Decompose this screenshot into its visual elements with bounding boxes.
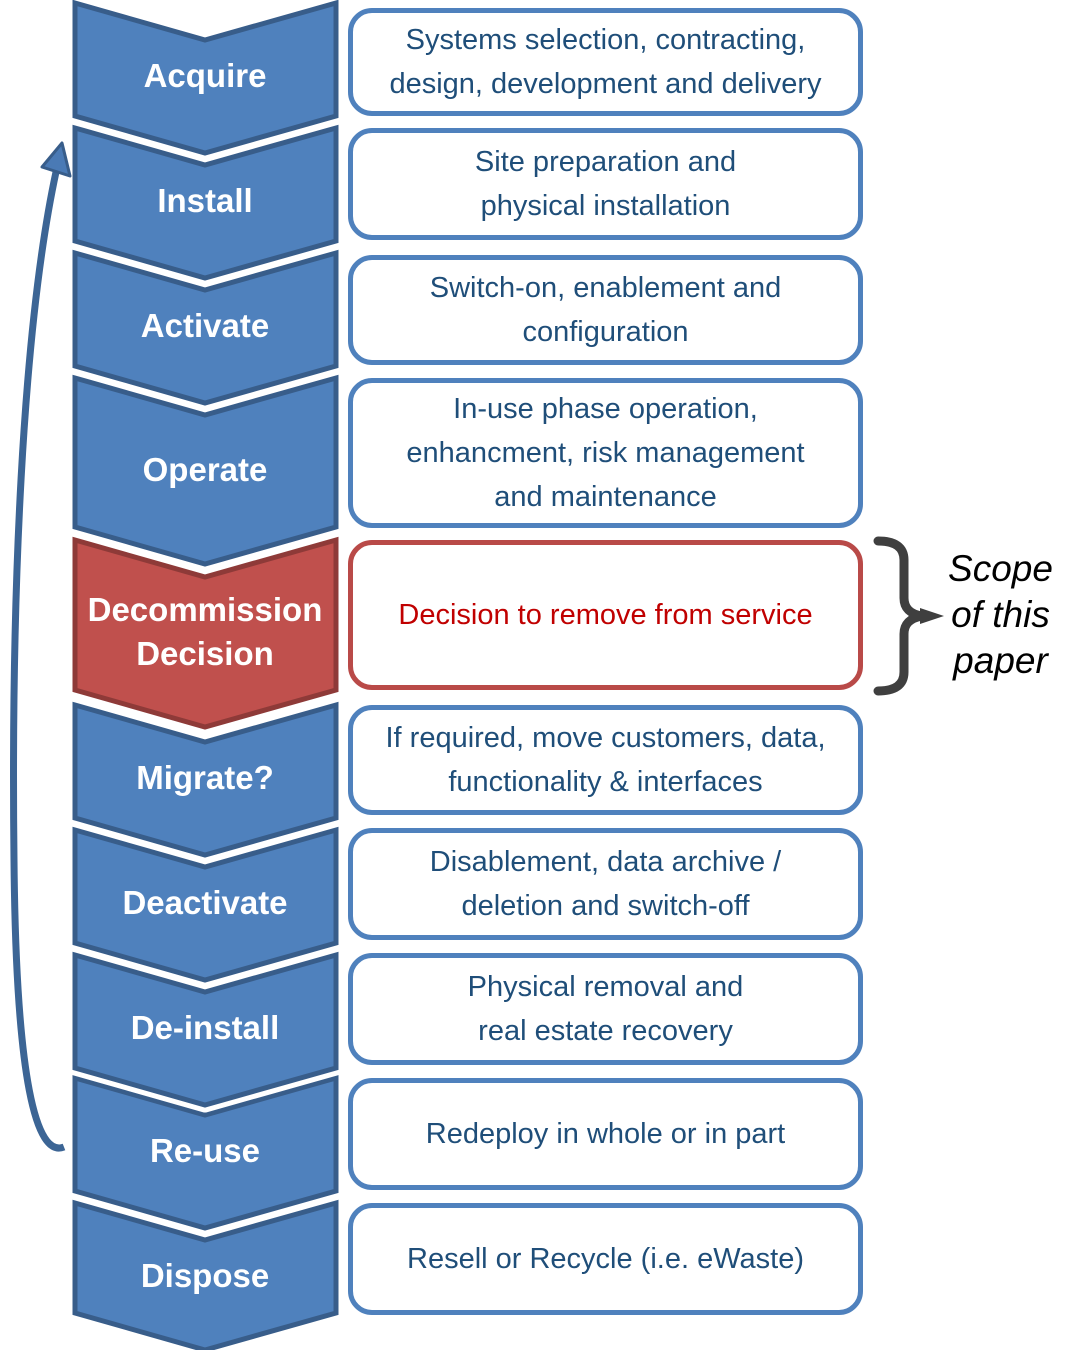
description-line: Resell or Recycle (i.e. eWaste) <box>407 1243 804 1275</box>
scope-annotation-line: of this <box>951 594 1050 635</box>
chevron-decommission-decision <box>72 536 339 730</box>
stage-label-migrate: Migrate? <box>136 759 274 796</box>
description-line: deletion and switch-off <box>461 890 750 922</box>
scope-annotation-line: Scope <box>948 548 1053 589</box>
chevron-activate <box>72 249 339 406</box>
description-line: real estate recovery <box>478 1015 733 1047</box>
description-box-acquire: Systems selection, contracting, design, … <box>348 8 863 116</box>
chevron-operate <box>72 374 339 567</box>
description-box-decommission-decision: Decision to remove from service <box>348 540 863 690</box>
description-box-migrate: If required, move customers, data, funct… <box>348 705 863 815</box>
description-line: functionality & interfaces <box>448 766 763 798</box>
description-box-install: Site preparation and physical installati… <box>348 128 863 240</box>
description-box-re-use: Redeploy in whole or in part <box>348 1078 863 1190</box>
scope-bracket <box>873 536 927 696</box>
description-line: design, development and delivery <box>389 68 822 100</box>
chevron-migrate <box>72 701 339 858</box>
chevron-re-use <box>72 1074 339 1231</box>
description-line: configuration <box>522 316 689 348</box>
scope-annotation-line: paper <box>953 640 1048 681</box>
scope-annotation: Scope of this paper <box>928 546 1071 684</box>
description-line: physical installation <box>480 190 731 222</box>
description-line: and maintenance <box>494 481 717 513</box>
stage-label-dispose: Dispose <box>140 1257 270 1294</box>
description-box-deactivate: Disablement, data archive / deletion and… <box>348 828 863 940</box>
chevron-acquire <box>72 0 339 156</box>
chevron-dispose <box>72 1199 339 1350</box>
stage-label-operate: Operate <box>142 451 268 488</box>
stage-label-install: Install <box>157 182 253 219</box>
loop-back-arrow <box>10 171 66 1152</box>
description-box-dispose: Resell or Recycle (i.e. eWaste) <box>348 1203 863 1315</box>
stage-label-acquire: Acquire <box>143 57 267 94</box>
chevron-de-install <box>72 951 339 1108</box>
description-line: Switch-on, enablement and <box>429 272 782 304</box>
stage-label-deactivate: Deactivate <box>122 884 288 921</box>
description-box-de-install: Physical removal and real estate recover… <box>348 953 863 1065</box>
description-line: enhancment, risk management <box>406 437 805 469</box>
chevron-deactivate <box>72 826 339 983</box>
description-line: Decision to remove from service <box>398 599 813 631</box>
stage-label-de-install: De-install <box>130 1009 280 1046</box>
description-line: Disablement, data archive / <box>429 846 782 878</box>
chevron-install <box>72 124 339 281</box>
description-box-activate: Switch-on, enablement and configuration <box>348 255 863 365</box>
description-line: Redeploy in whole or in part <box>425 1118 786 1150</box>
loop-back-arrow-head-icon <box>40 141 72 178</box>
stage-label-re-use: Re-use <box>149 1132 261 1169</box>
scope-bracket-tip <box>920 608 944 624</box>
description-line: Physical removal and <box>467 971 744 1003</box>
description-box-operate: In-use phase operation, enhancment, risk… <box>348 378 863 528</box>
description-line: If required, move customers, data, <box>385 722 826 754</box>
stage-label-activate: Activate <box>140 307 270 344</box>
description-line: Systems selection, contracting, <box>405 24 806 56</box>
description-line: In-use phase operation, <box>453 393 758 425</box>
description-line: Site preparation and <box>474 146 737 178</box>
stage-label-decommission-decision: Decommission Decision <box>87 591 323 672</box>
